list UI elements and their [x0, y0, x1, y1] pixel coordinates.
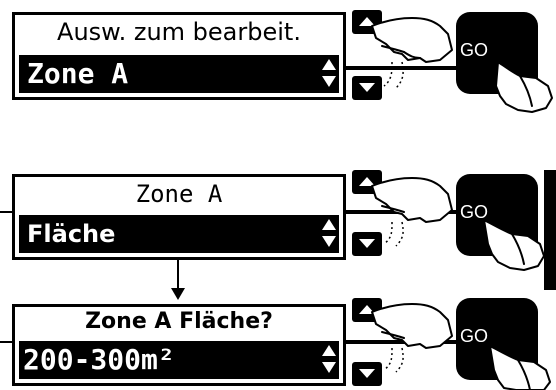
lcd-line2-area: Fläche [19, 215, 339, 253]
go-button-label: GO [460, 326, 489, 346]
down-arrow-icon [171, 260, 185, 300]
go-button[interactable]: GO [456, 12, 538, 94]
pointing-hand-icon [371, 303, 453, 349]
up-key[interactable] [352, 170, 382, 194]
down-key[interactable] [352, 362, 382, 386]
go-button-label: GO [460, 40, 489, 60]
up-key[interactable] [352, 298, 382, 322]
up-down-arrows-icon [322, 219, 336, 247]
go-button[interactable]: GO [456, 298, 538, 380]
pointing-hand-icon [371, 177, 453, 223]
pointing-hand-icon [371, 17, 453, 63]
edge-bar [544, 170, 556, 290]
lcd-display-select: Ausw. zum bearbeit. Zone A [12, 12, 346, 100]
lcd-line1-zone: Zone A [135, 180, 223, 208]
lcd-line1-question: Zone A Fläche? [85, 309, 273, 334]
up-down-arrows-icon [322, 59, 336, 87]
down-key[interactable] [352, 232, 382, 256]
lcd-line2-selection: Zone A [19, 55, 339, 93]
motion-dashes [383, 61, 393, 87]
motion-dashes [395, 347, 404, 373]
go-button[interactable]: GO [456, 174, 538, 256]
down-key[interactable] [352, 76, 382, 100]
up-key[interactable] [352, 10, 382, 34]
motion-dashes [395, 61, 404, 89]
lcd-display-zone: Zone A Fläche [12, 174, 346, 260]
lcd-line1-prompt: Ausw. zum bearbeit. [57, 18, 301, 46]
lcd-line2-value: 200-300m² [19, 341, 339, 379]
motion-dashes [395, 221, 404, 247]
motion-dashes [383, 221, 393, 245]
up-down-arrows-icon [322, 345, 336, 373]
motion-dashes [383, 347, 393, 371]
lcd-display-area-question: Zone A Fläche? 200-300m² [12, 304, 346, 386]
go-button-label: GO [460, 202, 489, 222]
